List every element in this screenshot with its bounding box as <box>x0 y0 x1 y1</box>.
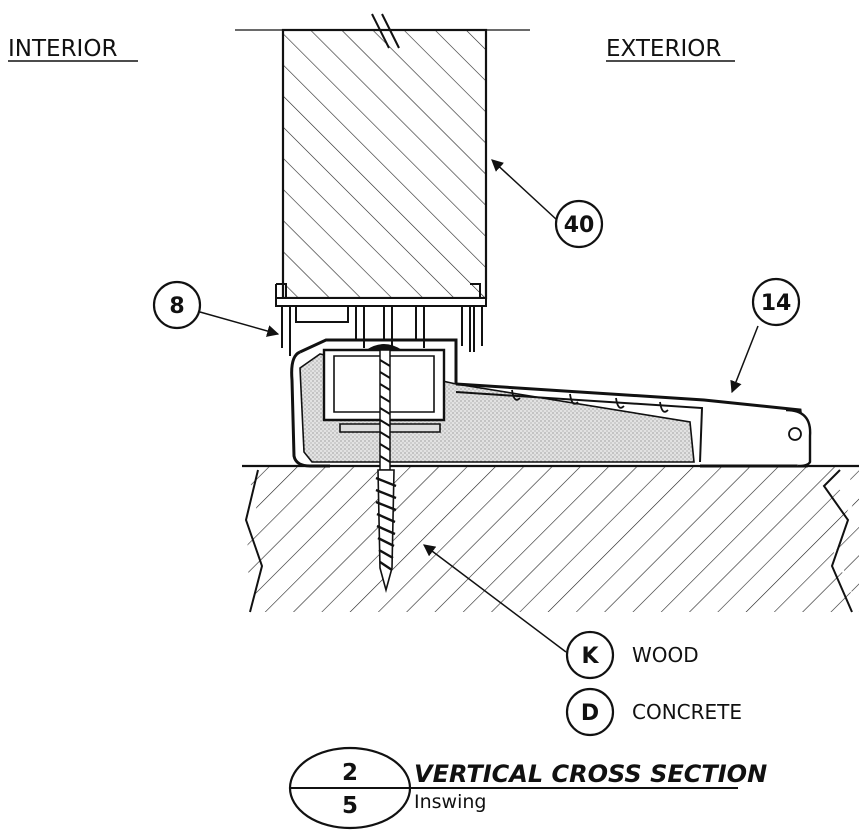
callout-14: 14 <box>751 277 801 327</box>
leader-k <box>423 544 567 653</box>
callout-40: 40 <box>554 199 604 249</box>
detail-number: 2 <box>342 760 358 786</box>
svg-text:K: K <box>581 644 599 669</box>
door-bottom-sweep <box>275 283 487 356</box>
exterior-label: EXTERIOR <box>606 36 721 62</box>
svg-text:40: 40 <box>564 213 595 238</box>
leader-40 <box>491 159 558 221</box>
concrete-note: CONCRETE <box>632 700 742 724</box>
svg-text:D: D <box>581 701 599 726</box>
detail-title: VERTICAL CROSS SECTION <box>414 760 767 788</box>
floor-substrate <box>242 464 859 613</box>
title-block: 2 5 VERTICAL CROSS SECTION Inswing <box>288 746 767 830</box>
callout-d: D <box>565 687 615 737</box>
interior-label: INTERIOR <box>8 36 117 62</box>
door-panel <box>235 13 530 300</box>
fastener-screw <box>366 344 402 594</box>
svg-text:8: 8 <box>169 294 184 319</box>
wood-note: WOOD <box>632 643 699 667</box>
svg-text:14: 14 <box>761 291 792 316</box>
threshold <box>290 338 812 468</box>
detail-subtitle: Inswing <box>414 791 486 813</box>
sheet-number: 5 <box>342 793 358 819</box>
leader-8 <box>199 311 280 337</box>
leader-14 <box>730 325 759 394</box>
callout-k: K <box>565 630 615 680</box>
callout-8: 8 <box>152 280 202 330</box>
